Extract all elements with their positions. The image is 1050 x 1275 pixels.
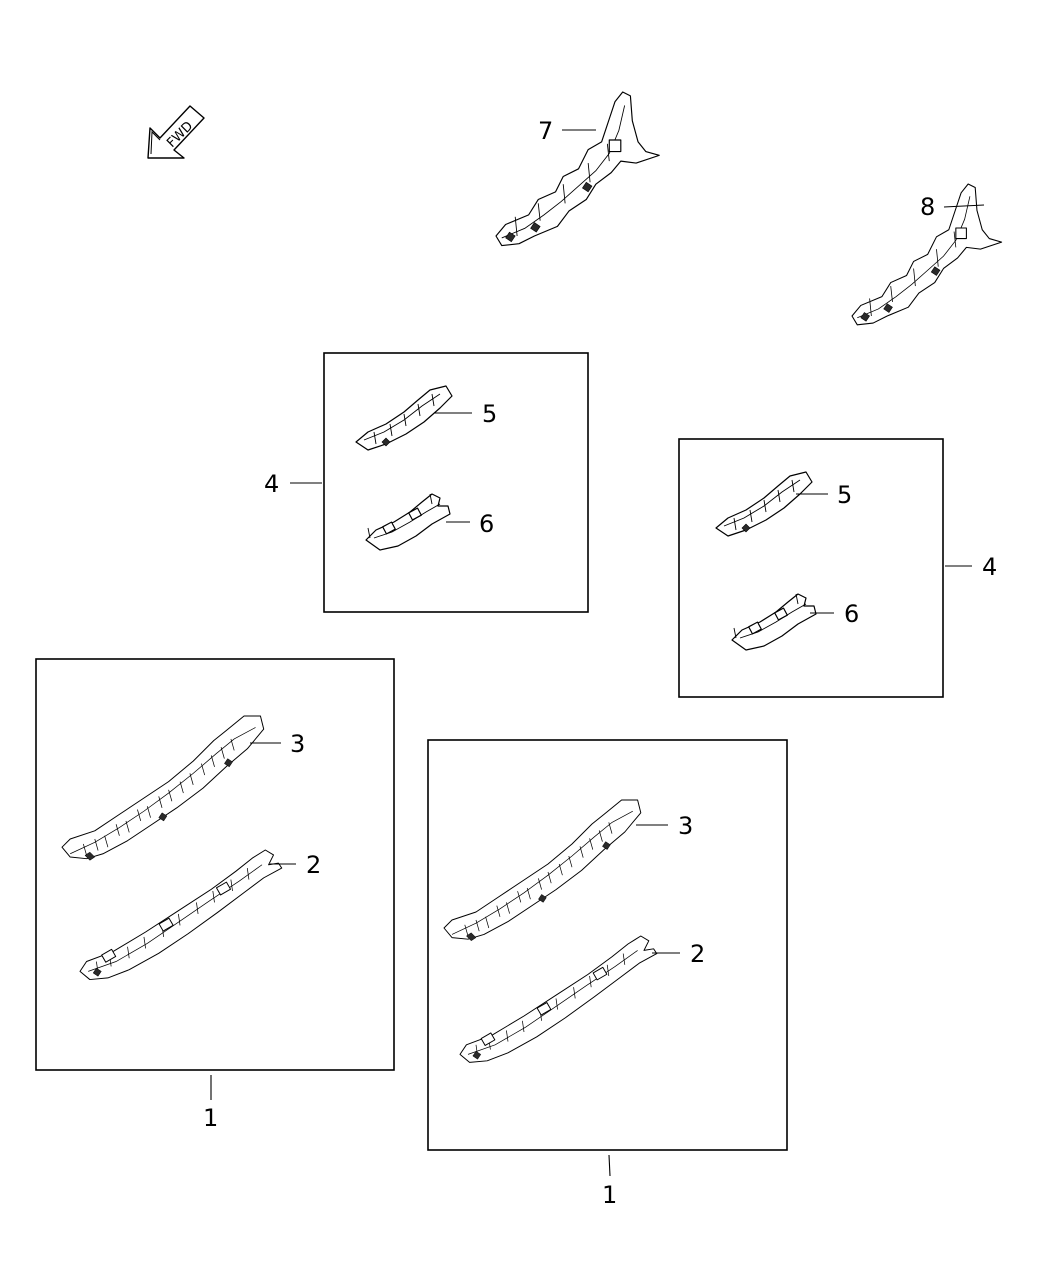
part-5-shield-left	[355, 385, 453, 451]
callout-6-right: 6	[844, 600, 859, 628]
callout-1-right: 1	[602, 1181, 617, 1209]
callout-3-left: 3	[290, 730, 305, 758]
part-7-bracket	[495, 91, 660, 247]
part-2-tray-right	[459, 935, 658, 1063]
fwd-arrow-icon: FWD	[147, 105, 205, 159]
kit-4-box-right	[678, 438, 944, 698]
callout-5-left: 5	[482, 400, 497, 428]
kit-1-box-right	[427, 739, 788, 1151]
part-3-shield-left	[61, 715, 265, 861]
callout-8: 8	[920, 193, 935, 221]
leader-8	[943, 204, 985, 208]
part-2-tray-left	[79, 849, 283, 981]
callout-1-left: 1	[203, 1104, 218, 1132]
part-6-tray-left	[365, 493, 451, 551]
leader-1-right	[608, 1154, 611, 1177]
kit-4-box-left	[323, 352, 589, 613]
part-6-tray-right	[731, 593, 817, 651]
kit-1-box-left	[35, 658, 395, 1071]
callout-4-right: 4	[982, 553, 997, 581]
part-3-shield-right	[443, 799, 642, 942]
callout-4-left: 4	[264, 470, 279, 498]
callout-2-right: 2	[690, 940, 705, 968]
callout-7: 7	[538, 117, 553, 145]
callout-2-left: 2	[306, 851, 321, 879]
callout-3-right: 3	[678, 812, 693, 840]
callout-6-left: 6	[479, 510, 494, 538]
part-5-shield-right	[715, 471, 813, 537]
callout-5-right: 5	[837, 481, 852, 509]
